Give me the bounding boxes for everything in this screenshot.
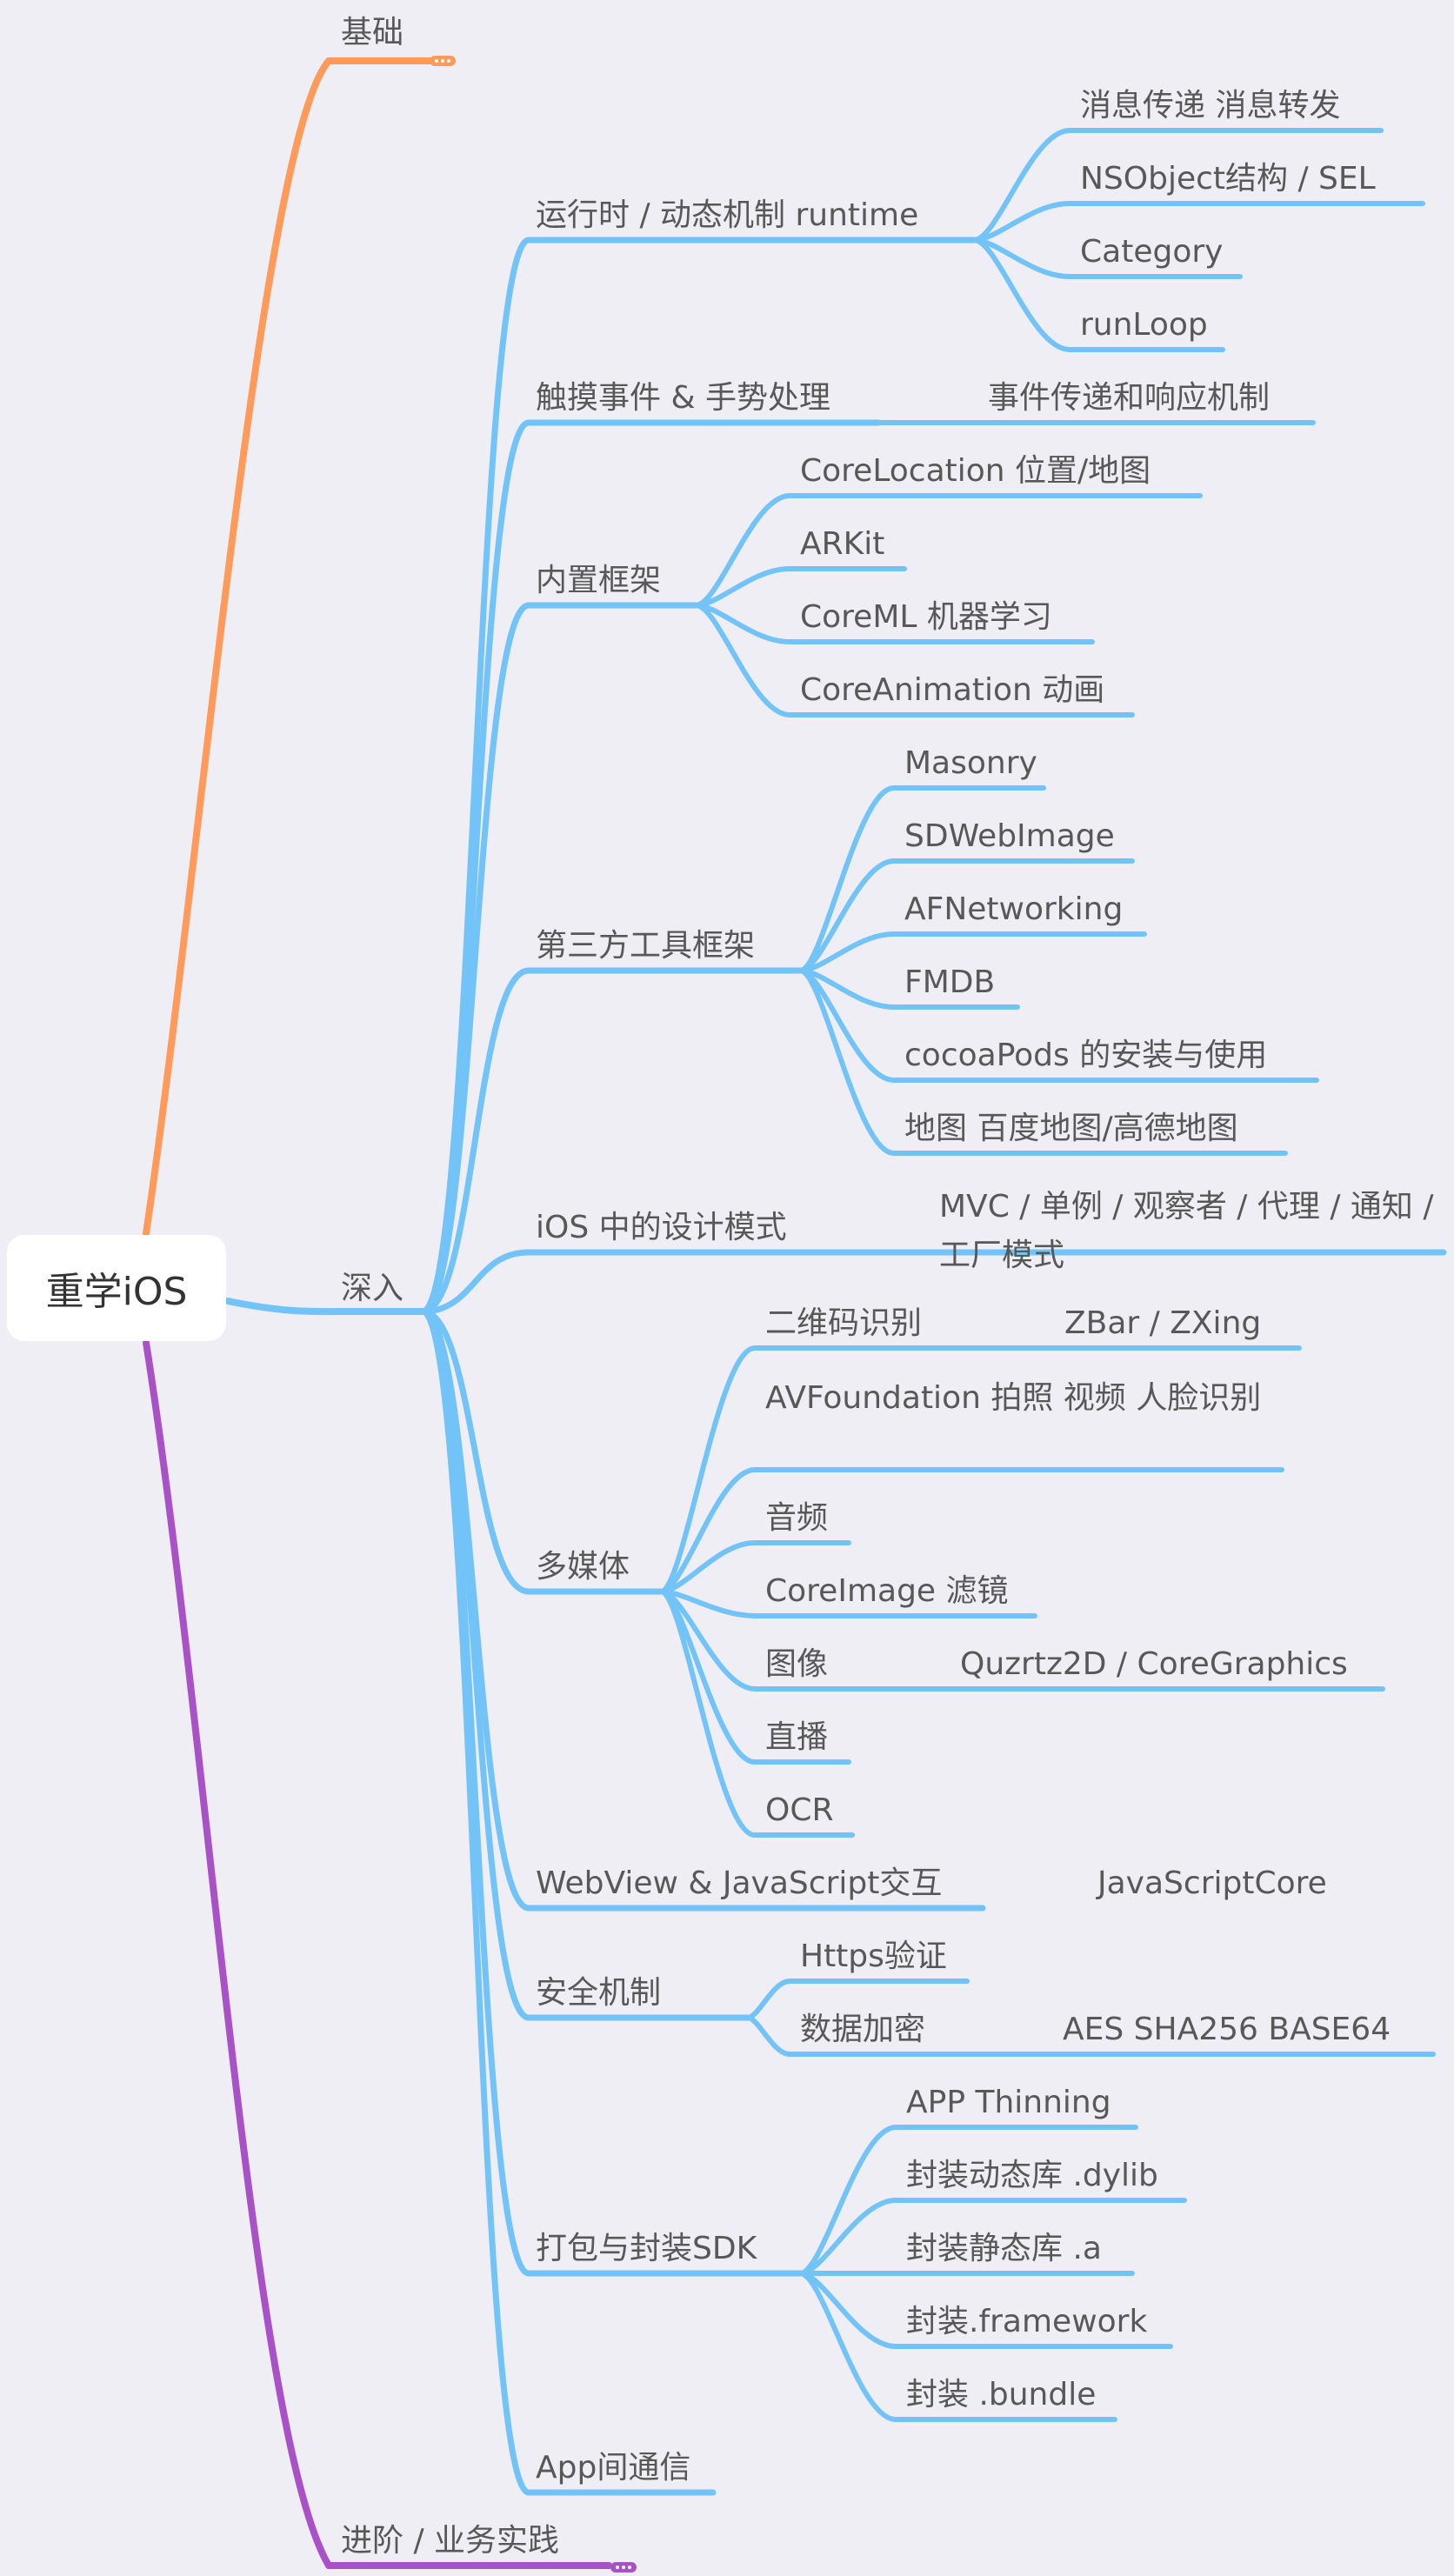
connector-line [797,2271,898,2422]
leaf-node[interactable]: FMDB [904,964,996,1000]
root-label: 重学iOS [45,1270,188,1314]
root-node[interactable]: 重学iOS [7,1235,226,1341]
leaf-node[interactable]: cocoaPods 的安装与使用 [904,1038,1268,1073]
connector-line [693,603,792,644]
topic-app-communication[interactable]: App间通信 [536,2450,691,2486]
connector-line [143,1339,332,2569]
connector-line [658,1467,757,1594]
leaf-node[interactable]: 封装.framework [906,2304,1148,2339]
branch-advanced[interactable]: 进阶 / 业务实践 [341,2523,560,2559]
leaf-node[interactable]: CoreLocation 位置/地图 [800,453,1151,489]
connector-line [419,1249,532,1315]
connector-line [797,2198,898,2276]
leaf-node[interactable]: ARKit [800,526,885,562]
topic-packaging[interactable]: 打包与封装SDK [536,2231,757,2266]
connector-line [419,967,532,1315]
connector-line [658,1589,757,1838]
connector-line [419,419,532,1315]
topic-design-patterns[interactable]: iOS 中的设计模式 [536,1210,787,1245]
connector-line [693,566,792,608]
connector-line [745,1979,792,2020]
leaf-node[interactable]: Https验证 [800,1939,947,1974]
leaf-node[interactable]: SDWebImage [904,818,1115,854]
leaf-node[interactable]: runLoop [1080,307,1208,343]
leaf-node[interactable]: APP Thinning [906,2085,1111,2120]
leaf-node[interactable]: Category [1080,234,1224,270]
connector-line [971,237,1072,352]
connector-line [971,128,1072,243]
connector-line [224,1298,351,1316]
connector-line [971,237,1072,279]
topic-multimedia[interactable]: 多媒体 [536,1549,630,1585]
leaf-node[interactable]: MVC / 单例 / 观察者 / 代理 / 通知 / 工厂模式 [939,1189,1434,1273]
leaf-node[interactable]: Masonry [904,745,1037,781]
connector-line [745,2015,792,2057]
leaf-node[interactable]: 事件传递和响应机制 [988,380,1271,416]
collapsed-more-icon[interactable] [430,56,456,66]
connector-line [693,603,792,717]
collapsed-more-icon[interactable] [610,2562,637,2573]
leaf-node[interactable]: OCR [765,1792,834,1828]
leaf-node[interactable]: Quzrtz2D / CoreGraphics [960,1646,1348,1682]
leaf-node[interactable]: 消息传递 消息转发 [1080,88,1341,123]
connector-line [797,968,897,1156]
leaf-node[interactable]: CoreML 机器学习 [800,599,1052,635]
leaf-node[interactable]: 图像 [765,1646,829,1682]
leaf-node[interactable]: AFNetworking [904,891,1124,927]
connector-line [797,2125,898,2276]
connector-line [797,858,897,973]
connector-line [419,1308,532,1595]
topic-webview[interactable]: WebView & JavaScript交互 [536,1865,943,1901]
leaf-node[interactable]: AES SHA256 BASE64 [1063,2012,1391,2047]
topic-builtin[interactable]: 内置框架 [536,563,662,598]
connector-line [658,1540,757,1594]
branch-deep[interactable]: 深入 [341,1271,404,1306]
leaf-node[interactable]: CoreImage 滤镜 [765,1573,1009,1609]
leaf-node[interactable]: 二维码识别 [765,1305,923,1341]
leaf-node[interactable]: 封装动态库 .dylib [906,2158,1158,2193]
topic-security[interactable]: 安全机制 [536,1975,662,2011]
connector-line [419,602,532,1315]
leaf-node[interactable]: 封装 .bundle [906,2377,1097,2412]
leaf-node[interactable]: CoreAnimation 动画 [800,672,1105,708]
connector-line [971,201,1072,243]
leaf-node[interactable]: 封装静态库 .a [906,2231,1102,2266]
topic-third-party[interactable]: 第三方工具框架 [536,928,756,964]
connector-line [658,1345,757,1594]
leaf-node[interactable]: AVFoundation 拍照 视频 人脸识别 [765,1380,1262,1416]
leaf-node[interactable]: 音频 [765,1500,829,1536]
leaf-node[interactable]: JavaScriptCore [1097,1865,1327,1901]
connector-line [693,493,792,608]
leaf-node[interactable]: ZBar / ZXing [1064,1305,1262,1341]
connector-line [797,785,897,973]
leaf-node[interactable]: 数据加密 [800,2012,926,2047]
leaf-node[interactable]: NSObject结构 / SEL [1080,161,1376,197]
connector-line [143,57,332,1237]
leaf-node[interactable]: 地图 百度地图/高德地图 [904,1111,1238,1146]
branch-basic[interactable]: 基础 [341,15,404,50]
topic-runtime[interactable]: 运行时 / 动态机制 runtime [536,197,919,233]
connector-line [419,1308,532,2496]
topic-touch[interactable]: 触摸事件 & 手势处理 [536,380,830,416]
leaf-node[interactable]: 直播 [765,1719,829,1755]
